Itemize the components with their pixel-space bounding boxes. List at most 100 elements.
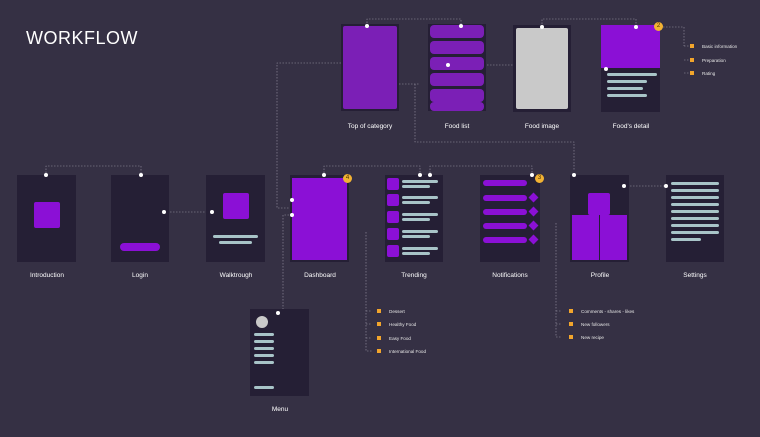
trending-line <box>402 201 430 204</box>
notification-item <box>483 195 527 201</box>
connector-dot <box>44 173 48 177</box>
trending-thumb <box>387 245 399 257</box>
bullet <box>690 58 694 62</box>
connector-dot <box>290 198 294 202</box>
food-list-item <box>430 57 484 70</box>
label-dashboard: Dashboard <box>304 272 336 279</box>
walkthrough-illustration <box>223 193 249 219</box>
label-food-list: Food list <box>444 123 470 130</box>
food-list-item <box>430 73 484 86</box>
screen-top-of-category[interactable] <box>341 24 399 111</box>
connector-dot <box>459 24 463 28</box>
trending-thumb <box>387 211 399 223</box>
food-list-item <box>430 89 484 102</box>
bullet <box>377 309 381 313</box>
profile-item: New followers <box>581 322 610 327</box>
connector-dot <box>446 63 450 67</box>
connector-dot <box>365 24 369 28</box>
detail-text-line <box>607 73 657 76</box>
profile-item: Comments - shares - likes <box>581 309 635 314</box>
screen-introduction[interactable] <box>17 175 76 262</box>
settings-line <box>671 203 719 206</box>
connector-dot <box>572 173 576 177</box>
label-profile: Profile <box>590 272 610 279</box>
settings-line <box>671 231 719 234</box>
notification-dot <box>528 192 539 203</box>
label-login: Login <box>132 272 148 279</box>
trending-thumb <box>387 228 399 240</box>
page-title: WORKFLOW <box>26 28 138 48</box>
trending-line <box>402 230 438 233</box>
label-foods-detail: Food's detail <box>612 123 650 130</box>
trending-line <box>402 196 438 199</box>
profile-item: New recipe <box>581 335 604 340</box>
trending-item: Easy Food <box>389 336 411 341</box>
bullet <box>377 336 381 340</box>
profile-panel <box>600 215 627 260</box>
connector-dot <box>540 25 544 29</box>
trending-line <box>402 185 430 188</box>
trending-line <box>402 218 430 221</box>
connector-dot <box>604 67 608 71</box>
screen-foods-detail[interactable] <box>601 25 660 112</box>
label-walkthrough: Walktrough <box>219 272 253 279</box>
notification-dot <box>528 206 539 217</box>
screen-walkthrough[interactable] <box>206 175 265 262</box>
label-trending: Trending <box>401 272 427 279</box>
connector-dot <box>210 210 214 214</box>
trending-line <box>402 213 438 216</box>
connector-dot <box>162 210 166 214</box>
screen-menu[interactable] <box>250 309 309 396</box>
walkthrough-text-line <box>213 235 258 238</box>
screen-trending[interactable] <box>385 175 443 262</box>
food-list-item <box>430 102 484 111</box>
screen-food-image[interactable] <box>513 25 571 112</box>
bullet <box>690 71 694 75</box>
settings-line <box>671 224 719 227</box>
walkthrough-text-line <box>219 241 252 244</box>
label-top-of-category: Top of category <box>347 123 393 130</box>
bullet <box>569 309 573 313</box>
trending-item: Healthy Food <box>389 322 417 327</box>
trending-thumb <box>387 194 399 206</box>
screen-notifications[interactable] <box>480 175 540 262</box>
connector-dot <box>622 184 626 188</box>
connector-dot <box>290 213 294 217</box>
detail-badge: 2 <box>654 22 663 31</box>
notification-dot <box>528 234 539 245</box>
label-introduction: Introduction <box>30 272 64 279</box>
settings-line <box>671 196 719 199</box>
notification-item <box>483 237 527 243</box>
label-notifications: Notifications <box>492 272 528 279</box>
settings-line <box>671 210 719 213</box>
detail-item: Basic information <box>702 44 738 49</box>
menu-line <box>254 347 274 350</box>
connector-dot <box>276 311 280 315</box>
screen-login[interactable] <box>111 175 169 262</box>
menu-avatar <box>256 316 268 328</box>
bullet <box>377 322 381 326</box>
trending-item: Dessert <box>389 309 405 314</box>
login-button <box>120 243 160 251</box>
bullet <box>690 44 694 48</box>
screen-profile[interactable] <box>570 175 629 262</box>
detail-image <box>601 25 660 68</box>
trending-line <box>402 252 430 255</box>
screen-food-list[interactable] <box>428 24 486 111</box>
connector-dot <box>664 184 668 188</box>
menu-line <box>254 333 274 336</box>
food-list-item <box>430 25 484 38</box>
connector-dot <box>634 25 638 29</box>
bullet <box>377 349 381 353</box>
screen-settings[interactable] <box>666 175 724 262</box>
settings-line <box>671 182 719 185</box>
settings-line <box>671 189 719 192</box>
label-food-image: Food image <box>524 123 560 130</box>
notification-item <box>483 209 527 215</box>
notification-dot <box>528 220 539 231</box>
settings-line <box>671 238 701 241</box>
detail-text-line <box>607 80 647 83</box>
connector-dot <box>139 173 143 177</box>
screen-dashboard[interactable] <box>290 175 349 262</box>
